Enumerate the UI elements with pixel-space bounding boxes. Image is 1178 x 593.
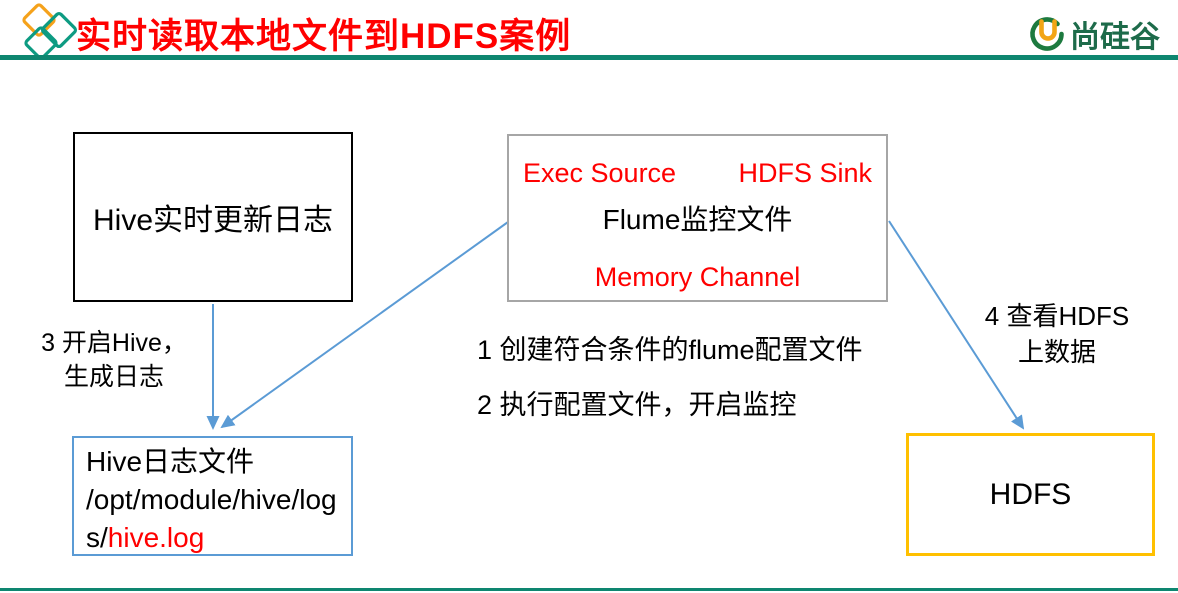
hive-log-path: /opt/module/hive/logs/hive.log bbox=[86, 481, 339, 557]
brand-name: 尚硅谷 bbox=[1070, 21, 1160, 54]
step-2-label: 2 执行配置文件，开启监控 bbox=[477, 390, 797, 420]
log-path-filename: hive.log bbox=[107, 522, 205, 553]
three-diamonds-icon bbox=[22, 3, 78, 60]
hive-box-label: Hive实时更新日志 bbox=[92, 204, 333, 237]
log-path-prefix: /opt/module/hive/logs/ bbox=[86, 484, 337, 553]
exec-source-label: Exec Source bbox=[523, 158, 677, 188]
hdfs-sink-label: HDFS Sink bbox=[738, 158, 872, 188]
step-1-label: 1 创建符合条件的flume配置文件 bbox=[477, 335, 863, 365]
header-divider bbox=[0, 55, 1178, 60]
page-title: 实时读取本地文件到HDFS案例 bbox=[76, 17, 572, 56]
hdfs-box-label: HDFS bbox=[989, 477, 1072, 511]
hive-log-title: Hive日志文件 bbox=[86, 446, 255, 477]
footer-divider bbox=[0, 588, 1178, 591]
hdfs-box: HDFS bbox=[906, 433, 1155, 556]
brand-logo: 尚硅谷 bbox=[1027, 12, 1160, 56]
flume-box: Exec Source HDFS Sink Flume监控文件 Memory C… bbox=[507, 134, 888, 302]
hive-box: Hive实时更新日志 bbox=[73, 132, 353, 302]
step-3-label: 3 开启Hive， 生成日志 bbox=[41, 329, 187, 391]
flume-box-title: Flume监控文件 bbox=[602, 204, 793, 235]
step-4-label: 4 查看HDFS 上数据 bbox=[984, 301, 1130, 367]
hive-log-box: Hive日志文件 /opt/module/hive/logs/hive.log bbox=[72, 436, 353, 556]
u-ring-icon bbox=[1030, 17, 1064, 51]
memory-channel-label: Memory Channel bbox=[594, 262, 801, 292]
